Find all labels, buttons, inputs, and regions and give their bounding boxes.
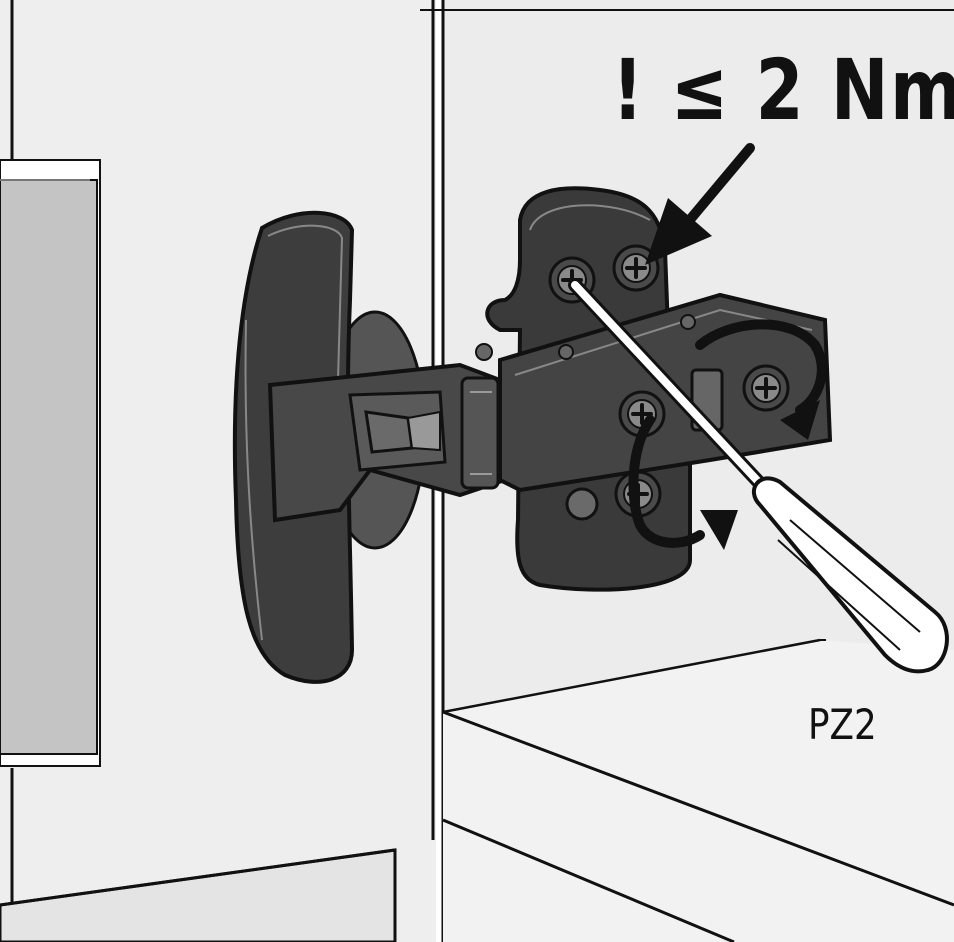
torque-label: ! ≤ 2 Nm <box>612 41 954 139</box>
cabinet-right-panel <box>420 0 954 942</box>
door-panel <box>0 159 101 767</box>
screwdriver-icon <box>568 278 949 674</box>
torque-pointer-arrow-icon <box>645 143 755 265</box>
rotation-arrow-icon <box>628 319 827 548</box>
hinge-arm <box>267 362 508 523</box>
rotation-arrowhead-icon <box>700 400 820 550</box>
screwdriver-bit-label: PZ2 <box>808 700 877 749</box>
